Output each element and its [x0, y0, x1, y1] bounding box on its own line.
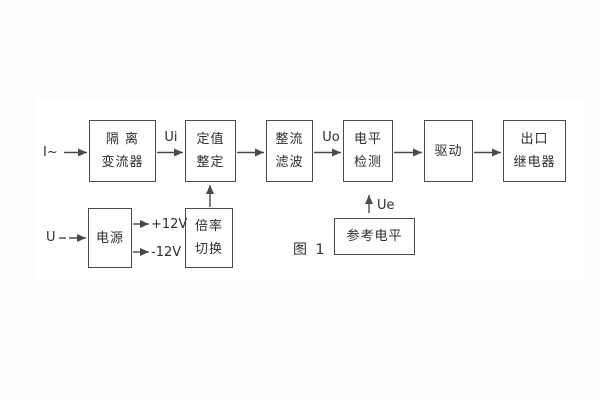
block-rectifier-filter: 整流 滤波 [266, 120, 313, 182]
label-input-voltage: U [46, 230, 56, 245]
block-level-detection: 电平 检测 [343, 120, 393, 182]
block-label: 定值 [196, 132, 225, 147]
block-label: 整流 [275, 132, 304, 147]
block-label: 驱动 [434, 143, 463, 159]
label-plus-12v: +12V [151, 217, 188, 232]
label-uo: Uo [322, 130, 340, 145]
block-drive: 驱动 [424, 120, 473, 182]
block-label: 参考电平 [346, 229, 403, 244]
block-output-relay: 出口 继电器 [503, 120, 566, 182]
label-ue: Ue [377, 198, 395, 213]
block-label: 切换 [194, 242, 223, 257]
block-setting-adjustment: 定值 整定 [185, 120, 236, 182]
label-input-current: I~ [43, 145, 58, 160]
block-label: 出口 [520, 132, 549, 147]
block-label: 继电器 [513, 155, 556, 170]
figure-caption: 图 1 [293, 242, 327, 258]
block-label: 检测 [353, 155, 382, 170]
block-power-supply: 电源 [88, 208, 132, 268]
block-label: 滤波 [275, 155, 304, 170]
block-label: 整定 [196, 155, 225, 170]
block-label: 隔 离 [105, 132, 140, 147]
block-isolation-transformer: 隔 离 变流器 [89, 120, 156, 182]
block-label: 电源 [95, 230, 124, 246]
block-reference-level: 参考电平 [334, 218, 415, 255]
block-label: 变流器 [101, 155, 144, 170]
block-label: 电平 [353, 132, 382, 147]
block-label: 倍率 [194, 219, 223, 234]
label-ui: Ui [164, 130, 178, 145]
block-ratio-switch: 倍率 切换 [185, 208, 233, 268]
label-minus-12v: -12V [151, 245, 182, 260]
